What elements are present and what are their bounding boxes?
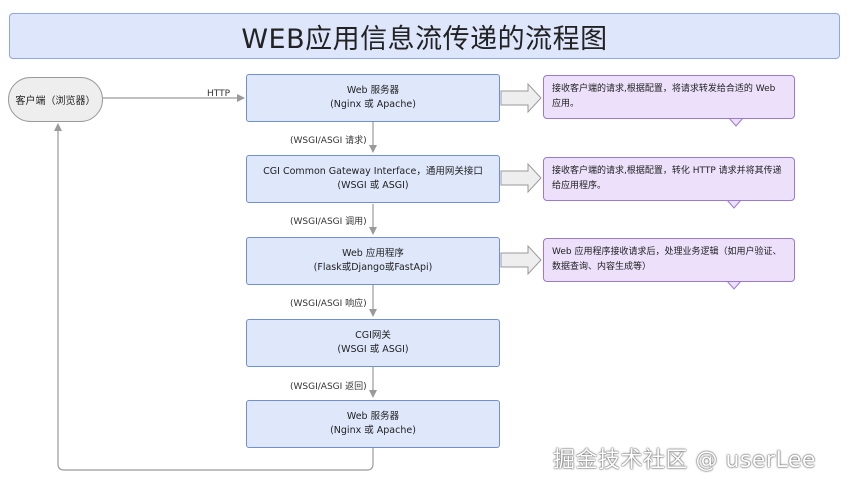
- block-arrow-2: [500, 162, 542, 194]
- note-web-server: 接收客户端的请求,根据配置，将请求转发给合适的 Web 应用。: [543, 75, 795, 119]
- note-web-server-text: 接收客户端的请求,根据配置，将请求转发给合适的 Web 应用。: [552, 84, 776, 109]
- web-app-node: Web 应用程序 (Flask或Django或FastApi): [246, 237, 500, 285]
- cgi-gateway-node: CGI网关 (WSGI 或 ASGI): [246, 319, 500, 367]
- web-server-title: Web 服务器: [346, 85, 400, 96]
- web-server-node: Web 服务器 (Nginx 或 Apache): [246, 74, 500, 122]
- block-arrow-1: [500, 82, 542, 114]
- cgi-interface-node: CGI Common Gateway Interface，通用网关接口 (WSG…: [246, 155, 500, 203]
- watermark: 掘金技术社区 @ userLee: [553, 448, 816, 473]
- diagram-title: WEB应用信息流传递的流程图: [241, 23, 608, 55]
- wsgi-call-label: (WSGI/ASGI 调用): [290, 217, 367, 227]
- web-server-subtitle: (Nginx 或 Apache): [330, 99, 416, 110]
- web-app-title: Web 应用程序: [342, 248, 404, 259]
- block-arrow-3: [500, 244, 542, 276]
- client-label: 客户端（浏览器）: [15, 96, 96, 107]
- note-cgi-interface: 接收客户端的请求,根据配置，转化 HTTP 请求并将其传递给应用程序。: [543, 157, 795, 201]
- web-server-return-title: Web 服务器: [346, 411, 400, 422]
- web-server-return-node: Web 服务器 (Nginx 或 Apache): [246, 400, 500, 448]
- note-web-app-text: Web 应用程序接收请求后，处理业务逻辑（如用户验证、数据查询、内容生成等）: [552, 247, 782, 272]
- wsgi-return-label: (WSGI/ASGI 返回): [290, 382, 367, 392]
- return-path: [54, 123, 374, 471]
- client-browser-node: 客户端（浏览器）: [8, 77, 103, 122]
- note-web-app: Web 应用程序接收请求后，处理业务逻辑（如用户验证、数据查询、内容生成等）: [543, 238, 795, 282]
- cgi-interface-title: CGI Common Gateway Interface，通用网关接口: [263, 166, 483, 177]
- note-cgi-interface-text: 接收客户端的请求,根据配置，转化 HTTP 请求并将其传递给应用程序。: [552, 166, 782, 191]
- cgi-interface-subtitle: (WSGI 或 ASGI): [337, 180, 409, 191]
- cgi-gateway-subtitle: (WSGI 或 ASGI): [337, 344, 409, 355]
- http-label: HTTP: [207, 89, 231, 99]
- cgi-gateway-title: CGI网关: [355, 330, 391, 341]
- title-bar: WEB应用信息流传递的流程图: [9, 13, 840, 59]
- wsgi-response-label: (WSGI/ASGI 响应): [290, 299, 367, 309]
- wsgi-request-label: (WSGI/ASGI 请求): [290, 136, 367, 146]
- note-tail-3: [726, 280, 742, 290]
- web-server-return-subtitle: (Nginx 或 Apache): [330, 425, 416, 436]
- note-tail-1: [728, 117, 744, 127]
- note-tail-2: [726, 199, 742, 209]
- web-app-subtitle: (Flask或Django或FastApi): [313, 262, 433, 273]
